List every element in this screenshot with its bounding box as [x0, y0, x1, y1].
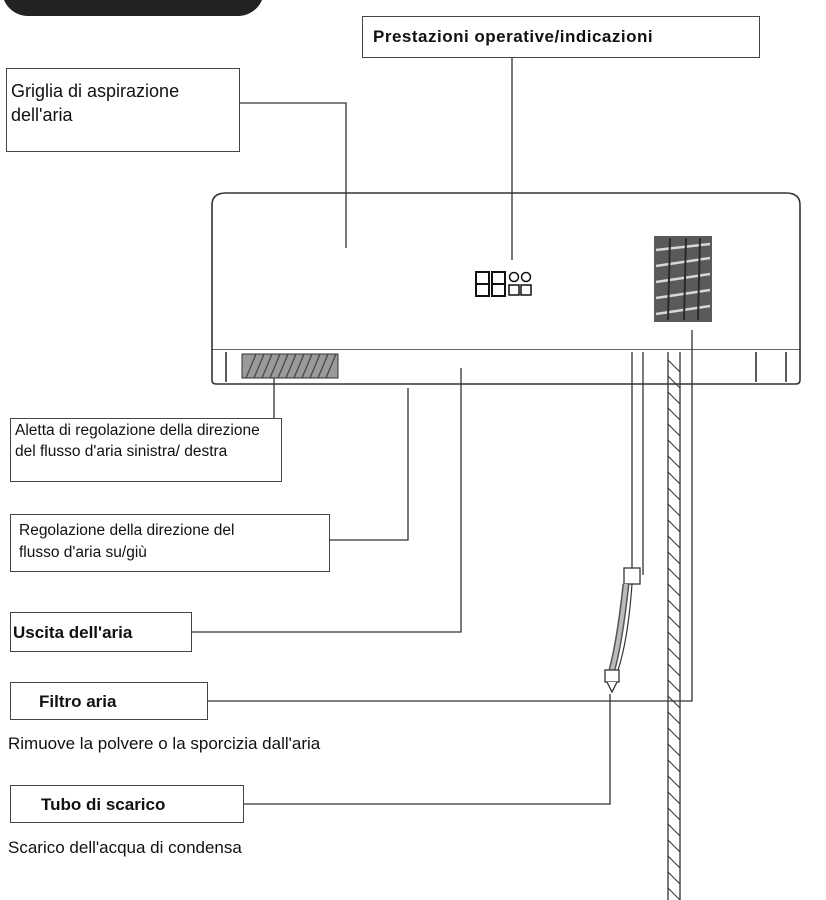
display-label-box: Prestazioni operative/indicazioni — [362, 16, 760, 58]
intake-grille-label: Griglia di aspirazione dell'aria — [11, 81, 180, 125]
header-tab — [2, 0, 264, 16]
outlet-label: Uscita dell'aria — [13, 623, 133, 642]
lr-louver-label-box: Aletta di regolazione della direzione de… — [10, 418, 282, 482]
lr-louver-grille — [241, 353, 339, 379]
display-panel-icon — [475, 271, 532, 297]
ud-louver-label: Regolazione della direzione del flusso d… — [19, 522, 235, 561]
intake-grille-label-box: Griglia di aspirazione dell'aria — [6, 68, 240, 152]
filter-label-box: Filtro aria — [10, 682, 208, 720]
filter-label: Filtro aria — [39, 692, 117, 711]
outlet-label-box: Uscita dell'aria — [10, 612, 192, 652]
drain-label: Tubo di scarico — [41, 795, 166, 814]
air-filter-icon — [654, 236, 712, 322]
filter-description: Rimuove la polvere o la sporcizia dall'a… — [8, 734, 321, 753]
leader-lines — [192, 57, 693, 805]
ud-louver-label-box: Regolazione della direzione del flusso d… — [10, 514, 330, 572]
display-label: Prestazioni operative/indicazioni — [373, 27, 654, 46]
drain-pipe — [604, 352, 681, 900]
lr-louver-label: Aletta di regolazione della direzione de… — [15, 422, 260, 460]
drain-label-box: Tubo di scarico — [10, 785, 244, 823]
drain-description: Scarico dell'acqua di condensa — [8, 838, 242, 857]
